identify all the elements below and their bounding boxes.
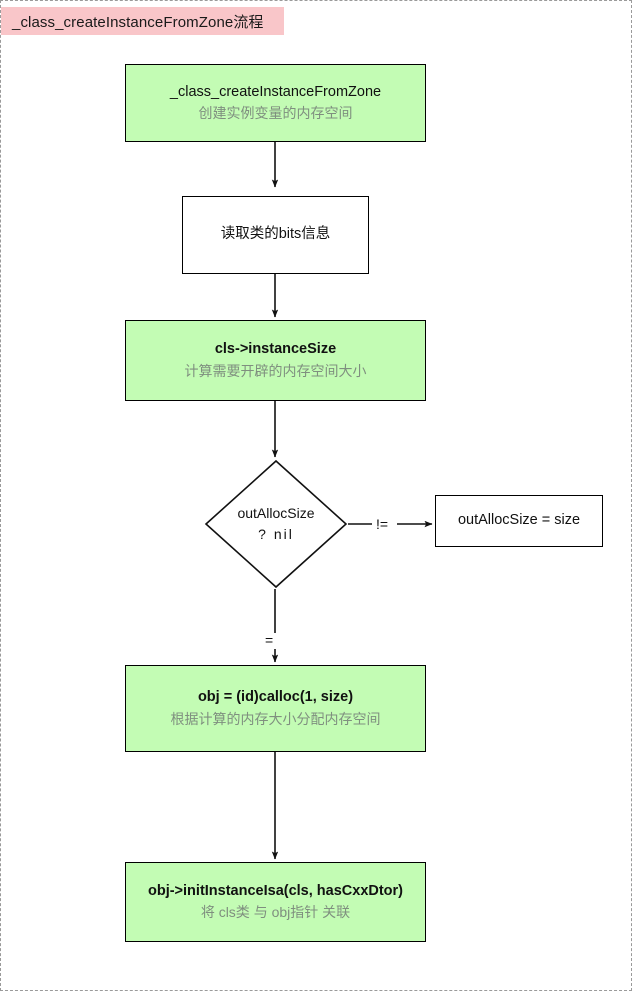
node-title: obj->initInstanceIsa(cls, hasCxxDtor) xyxy=(147,882,404,899)
node-init-instance-isa[interactable]: obj->initInstanceIsa(cls, hasCxxDtor) 将 … xyxy=(125,862,426,942)
node-class-create-instance-from-zone[interactable]: _class_createInstanceFromZone 创建实例变量的内存空… xyxy=(125,64,426,142)
node-title: 读取类的bits信息 xyxy=(220,226,331,243)
node-subtitle: 计算需要开辟的内存空间大小 xyxy=(184,362,367,379)
node-title: obj = (id)calloc(1, size) xyxy=(197,689,354,706)
node-decision-outallocsize[interactable]: outAllocSize ? nil xyxy=(204,459,348,589)
page-title: _class_createInstanceFromZone流程 xyxy=(1,7,284,35)
diamond-shape xyxy=(204,459,348,589)
node-subtitle: 创建实例变量的内存空间 xyxy=(198,105,353,122)
node-subtitle: 将 cls类 与 obj指针 关联 xyxy=(200,904,351,921)
edge-label-not-equal: != xyxy=(374,516,391,532)
node-subtitle: 根据计算的内存大小分配内存空间 xyxy=(170,710,381,727)
node-calloc[interactable]: obj = (id)calloc(1, size) 根据计算的内存大小分配内存空… xyxy=(125,665,426,752)
node-read-class-bits[interactable]: 读取类的bits信息 xyxy=(182,196,369,274)
node-outallocsize-assign[interactable]: outAllocSize = size xyxy=(435,495,603,547)
node-title: cls->instanceSize xyxy=(214,341,337,358)
node-instance-size[interactable]: cls->instanceSize 计算需要开辟的内存空间大小 xyxy=(125,320,426,401)
edge-label-equal: = xyxy=(263,632,276,648)
node-title: outAllocSize = size xyxy=(457,512,581,529)
node-title: _class_createInstanceFromZone xyxy=(169,83,382,100)
